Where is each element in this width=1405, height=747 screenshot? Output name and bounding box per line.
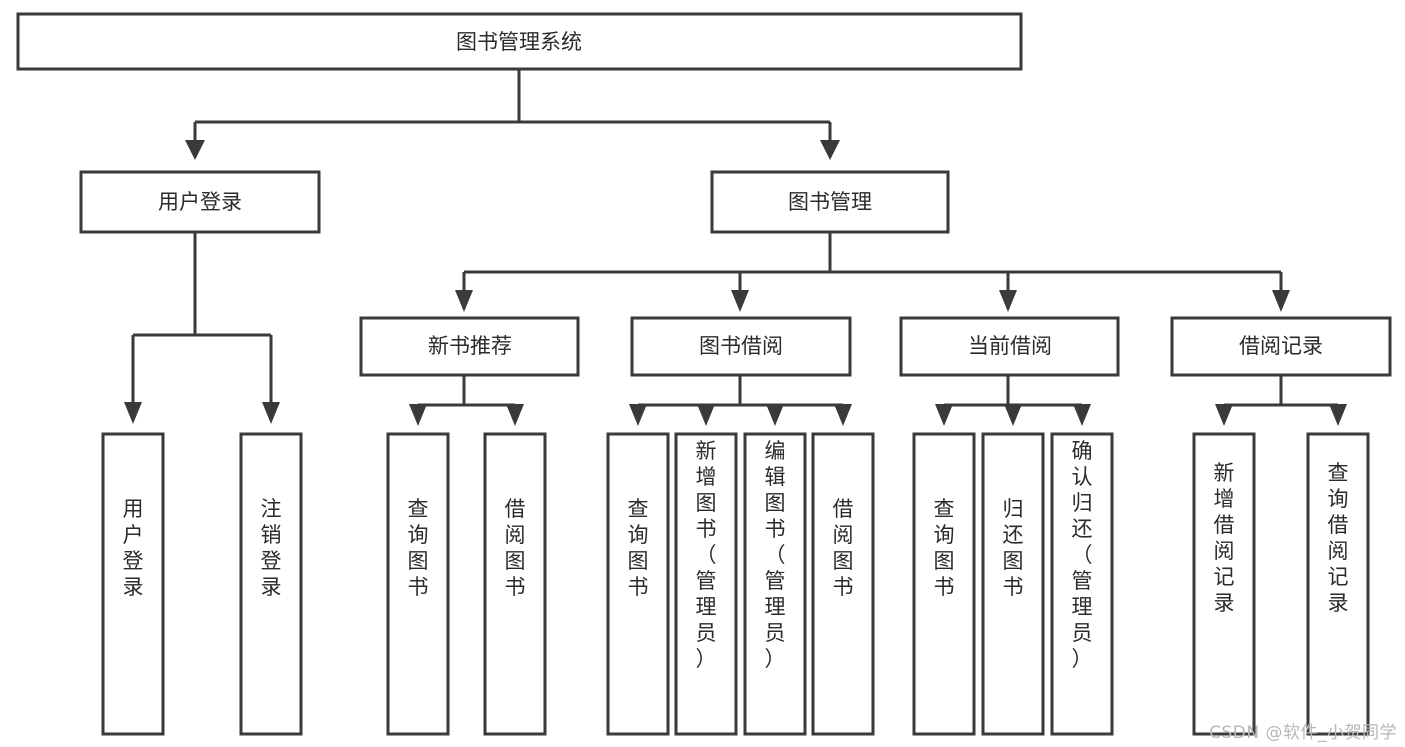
node-leaf-logout[interactable]: 注销登录 <box>239 432 303 736</box>
node-leaf-query-record-label: 查询借阅记录 <box>1328 461 1349 615</box>
arrow-head-leaf-add-book <box>697 404 715 426</box>
arrow-head-leaf-confirm-return <box>1073 404 1091 426</box>
node-new-book-rec-box[interactable] <box>359 316 580 377</box>
node-leaf-query-book-3[interactable]: 查询图书 <box>912 432 976 736</box>
node-leaf-query-book-1[interactable]: 查询图书 <box>386 432 450 736</box>
node-leaf-query-book-1-label: 查询图书 <box>408 497 429 599</box>
connector-group-book-manage <box>455 232 1290 312</box>
arrow-head-book-borrow <box>731 290 749 312</box>
node-book-manage-label: 图书管理 <box>788 190 872 214</box>
arrow-head-leaf-query-book-1 <box>409 404 427 426</box>
arrow-head-leaf-logout <box>262 402 280 424</box>
node-new-book-rec[interactable]: 新书推荐 <box>359 316 580 377</box>
node-borrow-record-label: 借阅记录 <box>1239 334 1323 358</box>
watermark-text: CSDN @软件_小贺同学 <box>1209 723 1397 743</box>
arrow-head-user-login <box>185 140 205 160</box>
node-leaf-confirm-return[interactable]: 确认归还（管理员） <box>1050 432 1114 736</box>
node-leaf-logout-label: 注销登录 <box>261 497 282 599</box>
node-user-login[interactable]: 用户登录 <box>79 170 321 234</box>
node-leaf-query-book-2-box[interactable] <box>606 432 670 736</box>
node-leaf-borrow-book-2[interactable]: 借阅图书 <box>811 432 875 736</box>
node-new-book-rec-label: 新书推荐 <box>428 334 512 358</box>
node-leaf-borrow-book-2-box[interactable] <box>811 432 875 736</box>
arrow-head-leaf-return-book <box>1004 404 1022 426</box>
node-leaf-query-record[interactable]: 查询借阅记录 <box>1306 432 1370 736</box>
node-leaf-add-book[interactable]: 新增图书（管理员） <box>674 432 738 736</box>
node-user-login-box[interactable] <box>79 170 321 234</box>
node-leaf-borrow-book-2-label: 借阅图书 <box>833 497 854 599</box>
node-current-borrow-box[interactable] <box>899 316 1120 377</box>
node-book-manage-box[interactable] <box>710 170 950 234</box>
arrow-head-leaf-query-book-3 <box>935 404 953 426</box>
node-leaf-query-book-3-box[interactable] <box>912 432 976 736</box>
node-borrow-record-box[interactable] <box>1170 316 1392 377</box>
node-leaf-query-book-1-box[interactable] <box>386 432 450 736</box>
node-leaf-query-book-2-label: 查询图书 <box>628 497 649 599</box>
arrow-head-leaf-query-book-2 <box>629 404 647 426</box>
node-leaf-return-book-box[interactable] <box>981 432 1045 736</box>
arrow-head-leaf-borrow-book-2 <box>834 404 852 426</box>
node-leaf-edit-book[interactable]: 编辑图书（管理员） <box>743 432 807 736</box>
node-leaf-add-book-box[interactable] <box>674 432 738 736</box>
node-leaf-confirm-return-box[interactable] <box>1050 432 1114 736</box>
node-leaf-edit-book-box[interactable] <box>743 432 807 736</box>
node-root-label: 图书管理系统 <box>456 30 582 54</box>
node-leaf-query-record-box[interactable] <box>1306 432 1370 736</box>
node-leaf-query-book-2[interactable]: 查询图书 <box>606 432 670 736</box>
node-leaf-add-record-box[interactable] <box>1192 432 1256 736</box>
node-root[interactable]: 图书管理系统 <box>16 12 1023 71</box>
arrow-head-leaf-query-record <box>1329 404 1347 426</box>
connector-group-current-borrow <box>935 375 1091 426</box>
node-leaf-confirm-return-label: 确认归还（管理员） <box>1072 439 1093 671</box>
arrow-head-book-manage <box>820 140 840 160</box>
arrow-head-current-borrow <box>999 290 1017 312</box>
node-leaf-edit-book-label: 编辑图书（管理员） <box>765 439 786 671</box>
arrow-head-leaf-add-record <box>1215 404 1233 426</box>
arrow-head-leaf-user-login <box>124 402 142 424</box>
node-leaf-return-book-label: 归还图书 <box>1003 497 1024 599</box>
arrow-head-new-book-rec <box>455 290 473 312</box>
node-leaf-add-record-label: 新增借阅记录 <box>1214 461 1235 615</box>
node-user-login-label: 用户登录 <box>158 190 242 214</box>
node-leaf-return-book[interactable]: 归还图书 <box>981 432 1045 736</box>
connector-group-root <box>185 69 840 160</box>
node-leaf-add-book-label: 新增图书（管理员） <box>696 439 717 671</box>
connector-group-borrow-record <box>1215 375 1347 426</box>
node-root-box[interactable] <box>16 12 1023 71</box>
node-leaf-user-login-label: 用户登录 <box>123 497 144 599</box>
node-leaf-query-book-3-label: 查询图书 <box>934 497 955 599</box>
node-book-borrow-label: 图书借阅 <box>699 334 783 358</box>
node-book-manage[interactable]: 图书管理 <box>710 170 950 234</box>
node-leaf-logout-box[interactable] <box>239 432 303 736</box>
arrow-head-leaf-edit-book <box>766 404 784 426</box>
node-current-borrow[interactable]: 当前借阅 <box>899 316 1120 377</box>
node-book-borrow[interactable]: 图书借阅 <box>630 316 852 377</box>
node-leaf-user-login-box[interactable] <box>101 432 165 736</box>
node-book-borrow-box[interactable] <box>630 316 852 377</box>
connector-group-user-login <box>124 232 280 424</box>
node-leaf-borrow-book-1-label: 借阅图书 <box>505 497 526 599</box>
arrow-head-leaf-borrow-book-1 <box>506 404 524 426</box>
connector-group-new-book-rec <box>409 375 524 426</box>
node-leaf-borrow-book-1-box[interactable] <box>483 432 547 736</box>
connector-group-book-borrow <box>629 375 852 426</box>
node-leaf-borrow-book-1[interactable]: 借阅图书 <box>483 432 547 736</box>
node-borrow-record[interactable]: 借阅记录 <box>1170 316 1392 377</box>
arrow-head-borrow-record <box>1272 290 1290 312</box>
node-leaf-user-login[interactable]: 用户登录 <box>101 432 165 736</box>
node-current-borrow-label: 当前借阅 <box>968 334 1052 358</box>
node-leaf-add-record[interactable]: 新增借阅记录 <box>1192 432 1256 736</box>
